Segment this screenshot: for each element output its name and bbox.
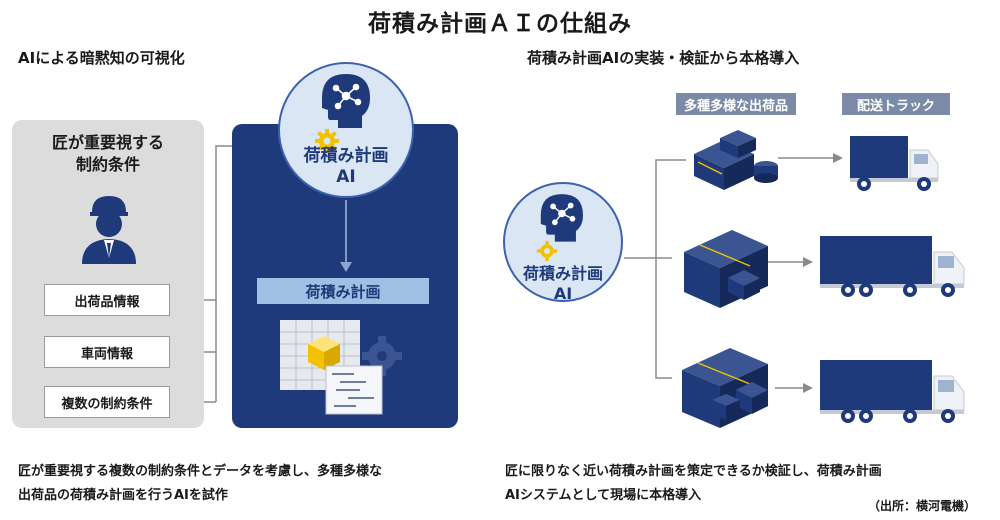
cube-icon: [308, 336, 340, 370]
cargo-boxes-icon: [684, 230, 768, 308]
truck-icon: [820, 360, 965, 423]
gear-icon: [536, 240, 558, 262]
down-arrow: [340, 200, 352, 272]
ai-circle-left: [278, 62, 414, 198]
truck-label: 配送トラック: [842, 93, 950, 115]
right-caption-line2: AIシステムとして現場に本格導入: [505, 488, 702, 503]
left-caption-line2: 出荷品の荷積み計画を行うAIを試作: [18, 488, 228, 503]
plan-document-illustration: [280, 320, 402, 415]
ai-label-left: 荷積み計画 AI: [303, 146, 389, 187]
input-shipment-info: 出荷品情報: [44, 284, 170, 316]
gear-icon: [315, 129, 339, 153]
head-network-icon: [540, 194, 583, 242]
constraints-panel: [12, 120, 204, 428]
head-network-icon: [322, 74, 370, 128]
source-note: （出所：横河電機）: [868, 499, 977, 513]
page-title: 荷積み計画ＡＩの仕組み: [368, 11, 632, 37]
craftsman-constraints-label: 匠が重要視する 制約条件: [51, 133, 164, 174]
left-caption-line1: 匠が重要視する複数の制約条件とデータを考慮し、多種多様な: [18, 464, 383, 479]
ai-label-right: 荷積み計画 AI: [522, 264, 603, 303]
left-caption: 匠が重要視する複数の制約条件とデータを考慮し、多種多様な 出荷品の荷積み計画を行…: [18, 460, 478, 508]
input-vehicle-info: 車両情報: [44, 336, 170, 368]
worker-icon: [82, 196, 136, 264]
truck-icon: [850, 136, 939, 191]
cargo-label: 多種多様な出荷品: [676, 93, 796, 115]
input-multiple-constraints: 複数の制約条件: [44, 386, 170, 418]
right-section-title: 荷積み計画AIの実装・検証から本格導入: [527, 49, 800, 67]
right-caption: 匠に限りなく近い荷積み計画を策定できるか検証し、荷積み計画 AIシステムとして現…: [505, 460, 985, 508]
right-caption-line1: 匠に限りなく近い荷積み計画を策定できるか検証し、荷積み計画: [505, 464, 882, 479]
cargo-boxes-icon: [694, 130, 778, 190]
truck-icon: [820, 236, 965, 297]
cargo-boxes-icon: [682, 348, 768, 428]
left-section-title: AIによる暗黙知の可視化: [18, 49, 185, 67]
loading-plan-label: 荷積み計画: [257, 278, 429, 304]
